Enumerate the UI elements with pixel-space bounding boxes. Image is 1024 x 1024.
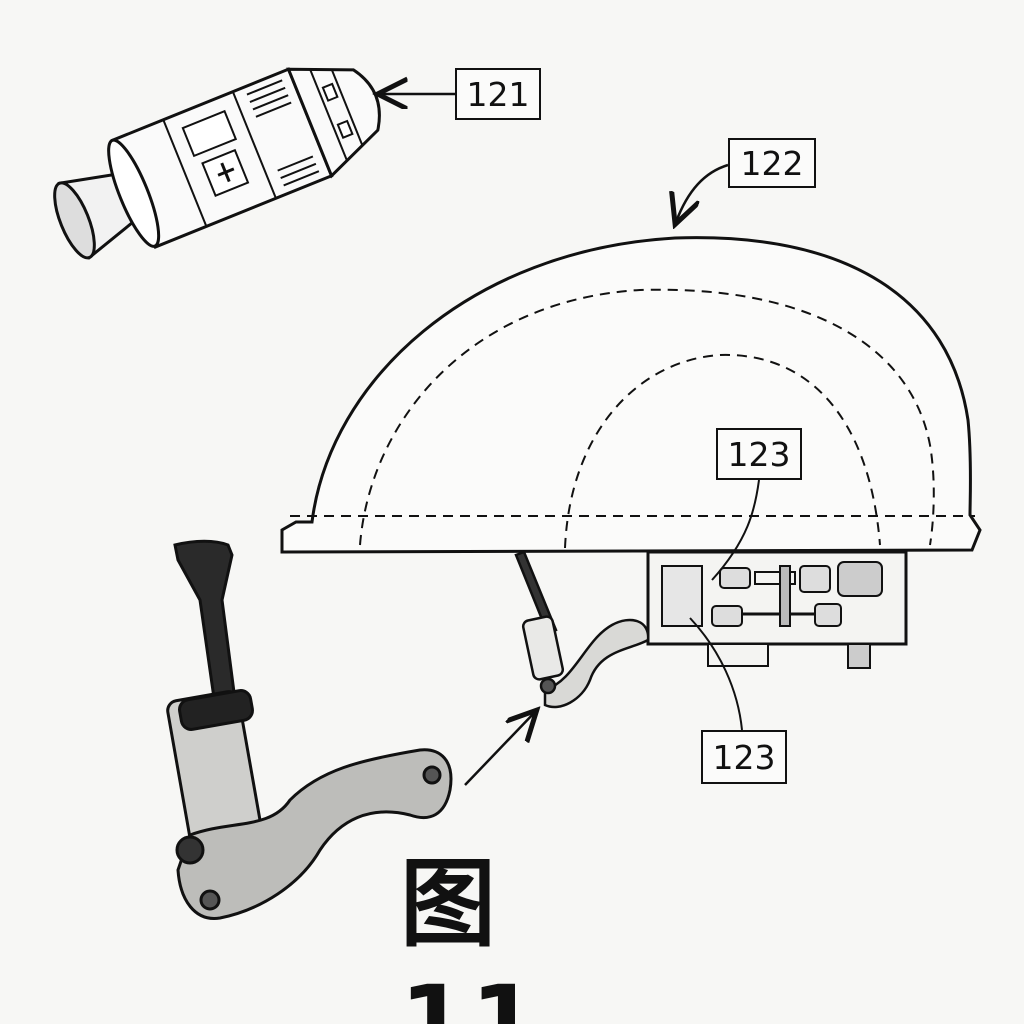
- leader-line-123-upper: [711, 479, 760, 581]
- dome-inner-dashed-inner: [564, 353, 881, 549]
- electronic-box: [646, 550, 908, 669]
- reference-numeral-121: 121: [455, 68, 541, 120]
- nozzle-opening: [53, 181, 96, 260]
- spacecraft-illustration: [53, 67, 381, 260]
- reference-numeral-122-text: 122: [740, 143, 804, 183]
- reference-numeral-122: 122: [728, 138, 816, 188]
- leader-line-122: [676, 163, 729, 222]
- dome-inner-dashed-outer: [359, 288, 935, 546]
- transition-arrow: [464, 712, 535, 786]
- bracket-small: [514, 550, 650, 709]
- reference-numeral-121-text: 121: [466, 74, 530, 114]
- reference-numeral-123-lower: 123: [701, 730, 787, 784]
- figure-label: 图 11: [400, 847, 542, 1024]
- reference-numeral-123-upper-text: 123: [727, 434, 791, 474]
- bracket-large: [166, 539, 453, 920]
- reference-numeral-123-lower-text: 123: [712, 737, 776, 777]
- dome-outline: [280, 236, 982, 554]
- leader-line-123-lower: [689, 617, 743, 731]
- reference-numeral-123-upper: 123: [716, 428, 802, 480]
- dome-cover: [280, 236, 982, 554]
